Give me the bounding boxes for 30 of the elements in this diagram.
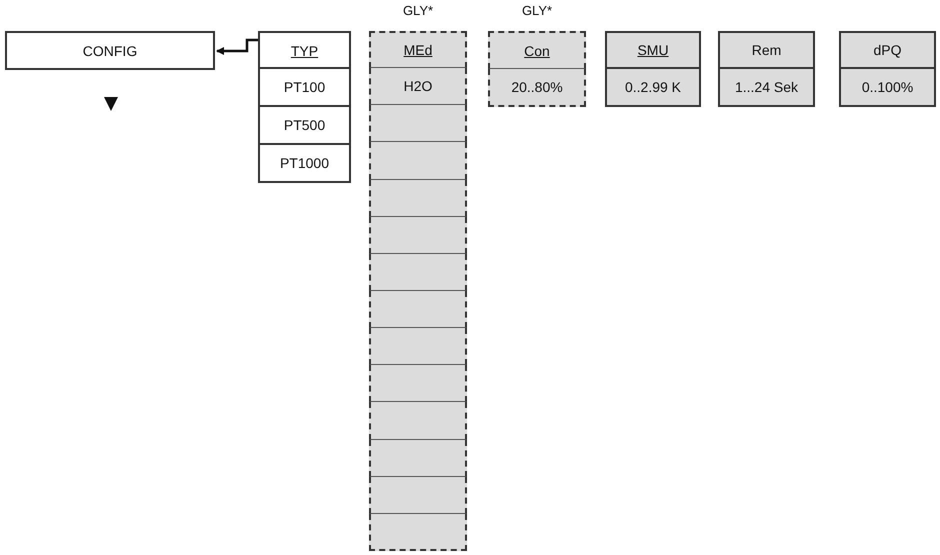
menu-cell: 0..100% (839, 67, 936, 107)
menu-cell: PT100 (258, 67, 351, 107)
empty-menu-cell (369, 291, 467, 328)
empty-menu-cell (369, 105, 467, 142)
menu-cell: PT1000 (258, 143, 351, 183)
empty-menu-cell (369, 180, 467, 217)
menu-cell: Con (488, 31, 586, 69)
menu-cell: 0..2.99 K (605, 67, 701, 107)
menu-cell: dPQ (839, 31, 936, 69)
menu-cell: H2O (369, 68, 467, 106)
column-heading: GLY* (402, 3, 434, 18)
menu-cell: MEd (369, 31, 467, 68)
empty-menu-cell (369, 514, 467, 551)
empty-menu-cell (369, 440, 467, 477)
menu-cell: PT500 (258, 105, 351, 145)
menu-cell: 1...24 Sek (718, 67, 815, 107)
empty-menu-cell (369, 254, 467, 291)
empty-menu-cell (369, 142, 467, 180)
menu-cell: SMU (605, 31, 701, 69)
menu-cell: TYP (258, 31, 351, 70)
empty-menu-cell (369, 476, 467, 514)
menu-cell: Rem (718, 31, 815, 69)
empty-menu-cell (369, 402, 467, 440)
return-arrow (216, 38, 258, 55)
menu-box: CONFIG (5, 31, 215, 70)
empty-menu-cell (369, 328, 467, 366)
empty-menu-cell (369, 365, 467, 402)
empty-menu-cell (369, 216, 467, 254)
menu-cell: 20..80% (488, 69, 586, 107)
column-heading: GLY* (520, 3, 554, 18)
